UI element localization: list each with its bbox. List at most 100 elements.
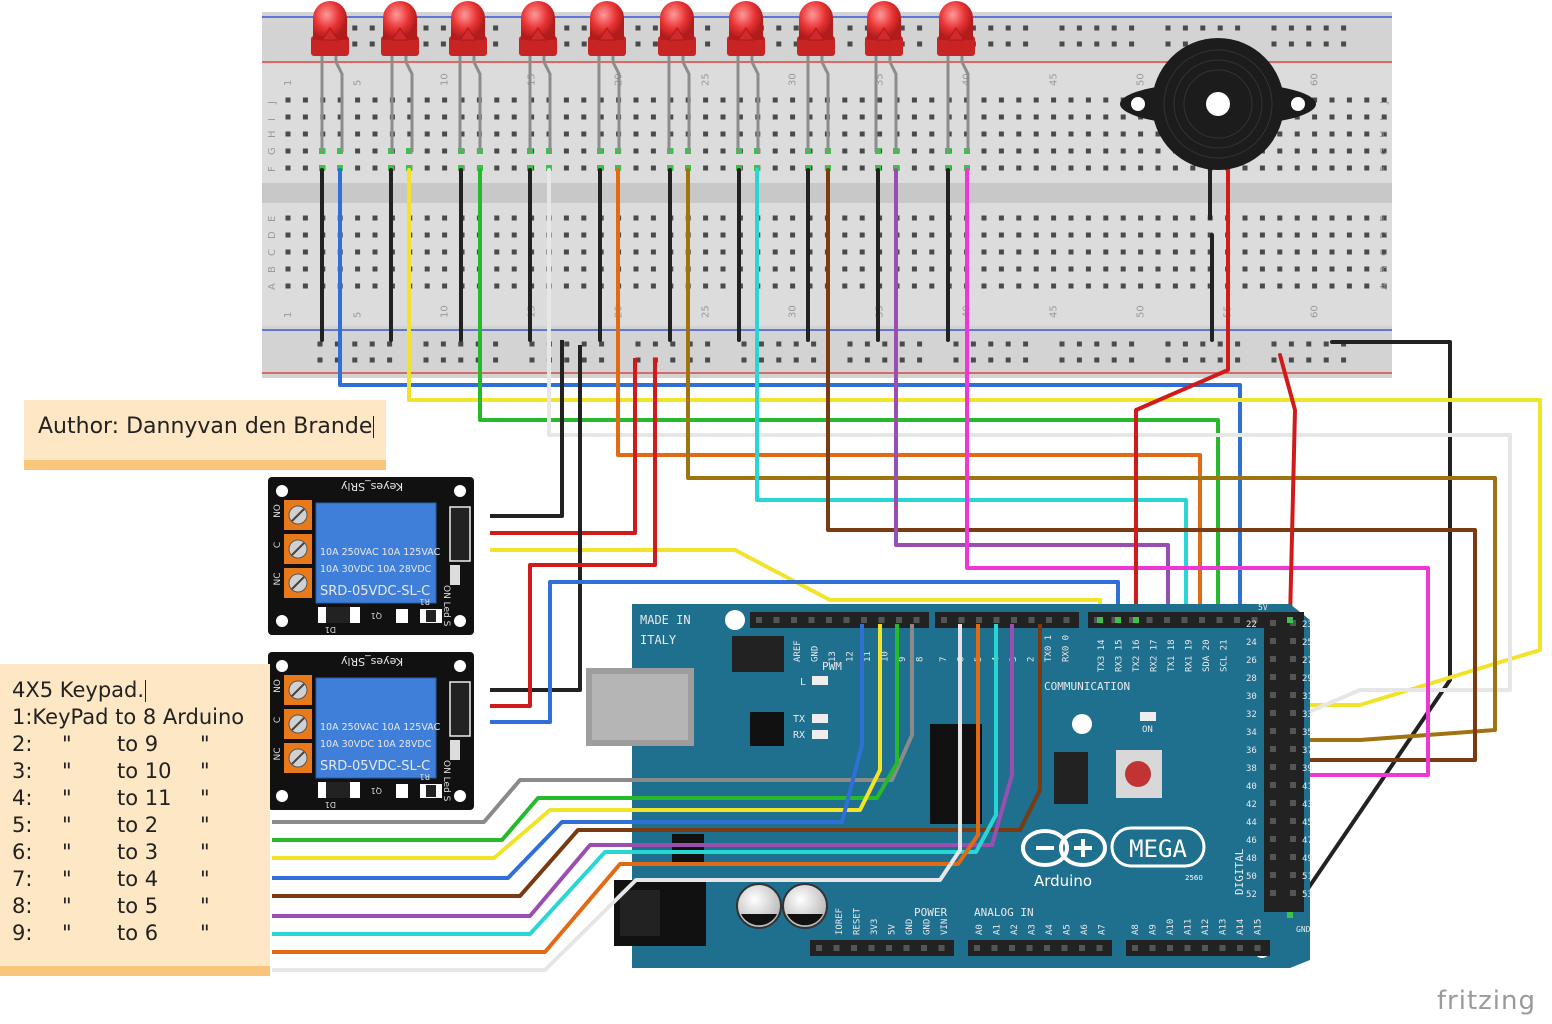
keypad-map-n: 7:	[12, 867, 33, 891]
breadboard-col-label: 45	[1049, 305, 1060, 318]
keypad-map-e: "	[200, 732, 210, 756]
italy-label: ITALY	[640, 633, 677, 647]
olive-wire	[686, 168, 1497, 742]
red-led	[449, 1, 487, 152]
red-led	[311, 1, 349, 152]
keypad-wire	[272, 624, 882, 860]
keypad-map-q: "	[62, 732, 72, 756]
keypad-map-q: "	[62, 921, 72, 945]
pin-label: 32	[1246, 710, 1257, 720]
keypad-map-n: 9:	[12, 921, 33, 945]
pin-label: 31	[1302, 692, 1313, 702]
pin-label: 11	[863, 651, 873, 662]
relay2-black-wire	[490, 345, 582, 692]
relay-q-label: Q1	[371, 786, 382, 795]
keypad-wire	[272, 624, 998, 936]
breadboard-row-label: B	[267, 266, 278, 273]
keypad-line-1: 1:KeyPad to 8 Arduino	[12, 705, 245, 729]
breadboard-row-label: G	[1379, 147, 1390, 155]
pin-label: 30	[1246, 692, 1257, 702]
keypad-map-e: "	[200, 921, 210, 945]
breadboard-row-label: I	[267, 118, 278, 121]
relay-terminal-label: NC	[273, 747, 283, 760]
on-led-label: ON	[1142, 725, 1153, 735]
pin-label: 36	[1246, 746, 1257, 756]
breadboard-row-label: H	[267, 130, 278, 138]
red-5v-wire	[1278, 353, 1297, 622]
pin-label: 26	[1246, 656, 1257, 666]
tx-led-label: TX	[793, 714, 805, 725]
pin-label: 42	[1246, 800, 1257, 810]
breadboard-row-label: I	[1379, 118, 1390, 121]
pin-label: 24	[1246, 638, 1257, 648]
pin-label: TX2 16	[1132, 639, 1142, 672]
pin-label: A15	[1254, 919, 1264, 935]
breadboard-row-label: H	[1379, 130, 1390, 138]
communication-label: COMMUNICATION	[1044, 680, 1130, 693]
pin-label: RESET	[853, 907, 863, 935]
breadboard-col-label: 15	[527, 305, 538, 318]
rx-led-label: RX	[793, 730, 805, 741]
relay-brand: Keyes_SRly	[340, 655, 403, 668]
breadboard-col-label: 5	[353, 80, 364, 86]
pin-label: 51	[1302, 872, 1313, 882]
pin-label: VIN	[940, 919, 950, 935]
relay2-blue-wire	[490, 580, 1120, 724]
red-led	[797, 1, 835, 152]
pin-label: A2	[1010, 924, 1020, 935]
pin-label: RX0 0	[1062, 635, 1072, 662]
author-text: Author: Dannyvan den Brande	[38, 414, 373, 439]
relay-model: SRD-05VDC-SL-C	[320, 584, 430, 599]
magenta-wire	[965, 168, 1430, 777]
relay-terminal-label: NO	[273, 504, 283, 518]
keypad-map-q: "	[62, 840, 72, 864]
made-in-label: MADE IN	[640, 613, 691, 627]
breadboard-row-label: J	[1379, 101, 1390, 105]
breadboard-row-label: F	[1379, 166, 1390, 172]
pin-label: A10	[1166, 919, 1176, 935]
pin-label: 39	[1302, 764, 1313, 774]
keypad-map-to: to 6	[117, 921, 159, 945]
keypad-wire	[272, 624, 1042, 898]
l-led-label: L	[800, 677, 806, 688]
hole-highlight	[337, 148, 343, 154]
relay-q-label: Q1	[371, 611, 382, 620]
pin-label: RX2 17	[1150, 639, 1160, 672]
keypad-map-to: to 3	[117, 840, 159, 864]
pin-label: RX3 15	[1115, 639, 1125, 672]
breadboard-col-label: 50	[1136, 305, 1147, 318]
keypad-map-q: "	[62, 894, 72, 918]
breadboard-col-label: 15	[527, 73, 538, 86]
breadboard-row-label: A	[1379, 283, 1390, 290]
keypad-wire	[272, 624, 914, 824]
keypad-map-n: 2:	[12, 732, 33, 756]
pin-label: 49	[1302, 854, 1313, 864]
pin-label: 43	[1302, 800, 1313, 810]
pin-label: GND	[811, 646, 821, 662]
pin-label: A1	[993, 924, 1003, 935]
breadboard-row-label: A	[267, 283, 278, 290]
pin-label: 22	[1246, 620, 1257, 630]
breadboard-col-label: 10	[440, 305, 451, 318]
breadboard-row-label: J	[267, 101, 278, 105]
relay-terminal-label: NC	[273, 572, 283, 585]
pin-label: 38	[1246, 764, 1257, 774]
relay-terminal-label: C	[273, 542, 283, 548]
pin-label: 41	[1302, 782, 1313, 792]
pin-label: 50	[1246, 872, 1257, 882]
pin-label: 25	[1302, 638, 1313, 648]
pwm-label: PWM	[822, 660, 842, 673]
keypad-map-n: 5:	[12, 813, 33, 837]
pin-label: 28	[1246, 674, 1257, 684]
pin-label: 9	[898, 657, 908, 662]
keypad-map-q: "	[62, 813, 72, 837]
pin-label: A4	[1045, 924, 1055, 935]
pin-label: A7	[1098, 924, 1108, 935]
relay-side-label: ON Led S	[441, 585, 451, 627]
keypad-map-q: "	[62, 759, 72, 783]
analog-in-label: ANALOG IN	[974, 906, 1034, 919]
red-led	[519, 1, 557, 152]
hole-highlight	[875, 148, 881, 154]
